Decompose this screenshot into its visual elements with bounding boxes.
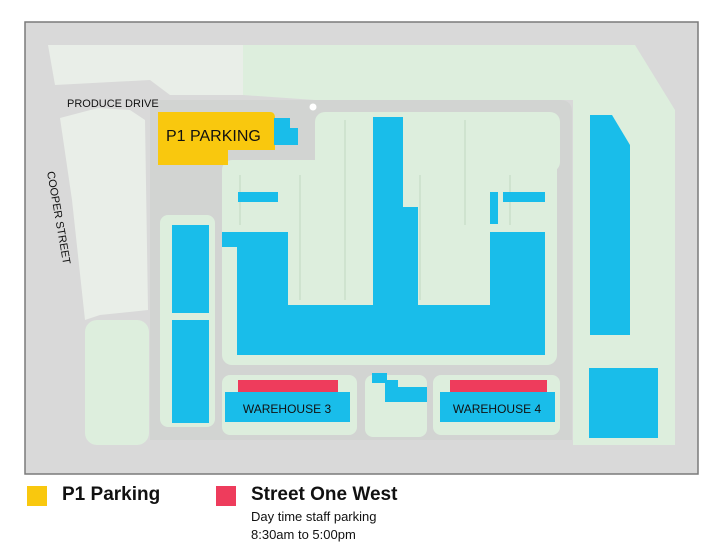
street-one-west-parking-1 bbox=[238, 380, 338, 392]
p1-parking-area bbox=[158, 112, 275, 165]
warehouse-4-label: WAREHOUSE 4 bbox=[453, 402, 542, 416]
p1-legend-swatch bbox=[27, 486, 47, 506]
warehouse-4-building bbox=[440, 392, 555, 422]
building-west-2 bbox=[172, 320, 209, 423]
building-east-square bbox=[589, 368, 658, 438]
building-small-north bbox=[274, 118, 298, 145]
warehouse-3-label: WAREHOUSE 3 bbox=[243, 402, 332, 416]
street-one-west-legend-swatch bbox=[216, 486, 236, 506]
building-nw-annex bbox=[238, 192, 278, 202]
land-southwest bbox=[85, 320, 149, 445]
building-main bbox=[222, 117, 545, 355]
building-ne-annex-1 bbox=[490, 192, 498, 224]
street-one-west-note-line2: 8:30am to 5:00pm bbox=[251, 527, 356, 542]
roundabout-marker bbox=[309, 103, 317, 111]
street-one-west-parking-2 bbox=[450, 380, 547, 392]
site-map: P1 PARKING WAREHOUSE 3 WAREHOUSE 4 PRODU… bbox=[24, 21, 699, 475]
buildings bbox=[172, 115, 658, 438]
street-one-west-legend-label: Street One West bbox=[251, 484, 398, 505]
building-west-1 bbox=[172, 225, 209, 313]
p1-parking-map-label: P1 PARKING bbox=[166, 128, 261, 145]
street-one-west-note-line1: Day time staff parking bbox=[251, 509, 377, 524]
land-west-strip bbox=[60, 108, 148, 320]
warehouse-3-building bbox=[225, 392, 350, 422]
p1-legend-label: P1 Parking bbox=[62, 484, 161, 505]
building-ne-annex-2 bbox=[503, 192, 545, 202]
land-northwest bbox=[48, 45, 243, 95]
parking-rows bbox=[239, 120, 511, 300]
building-east-long bbox=[590, 115, 630, 335]
building-middle-south bbox=[372, 373, 427, 402]
produce-drive-label: PRODUCE DRIVE bbox=[67, 98, 159, 110]
